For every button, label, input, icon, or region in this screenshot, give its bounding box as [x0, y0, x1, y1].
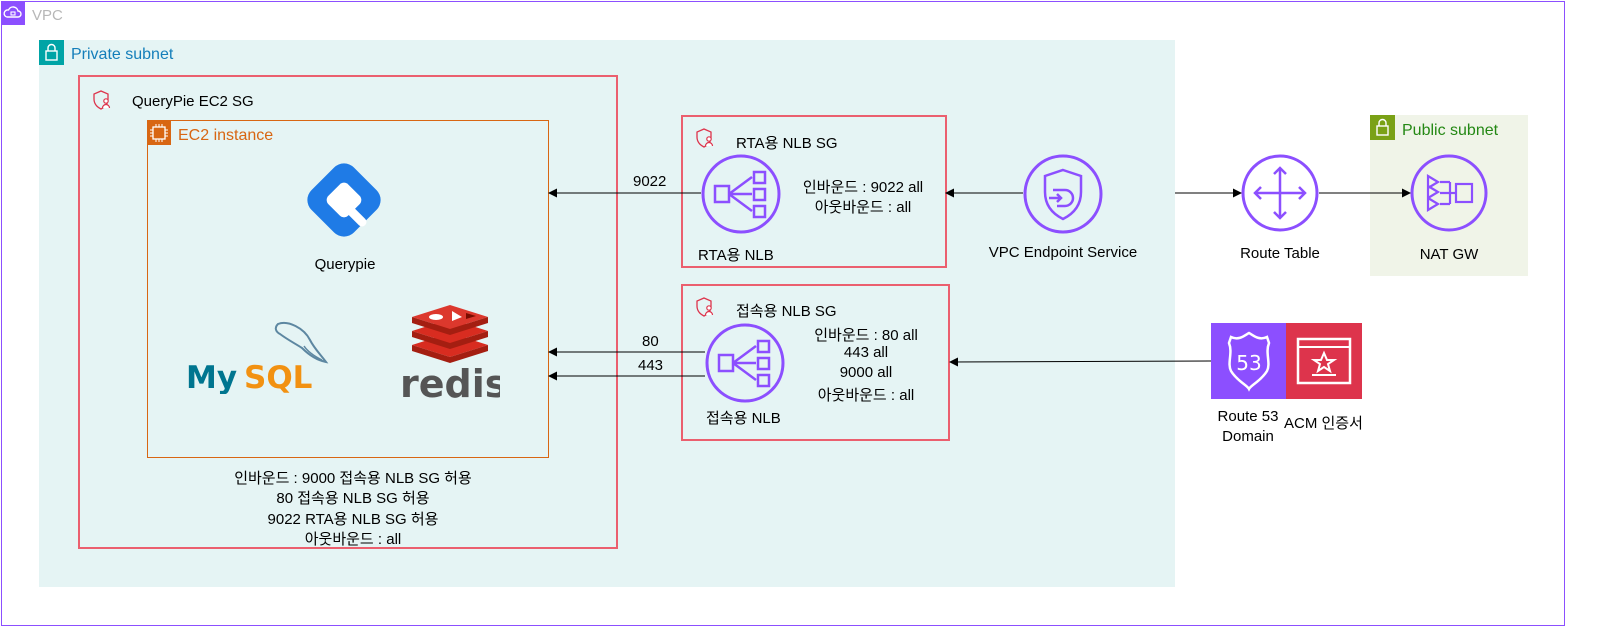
lock-icon — [1370, 115, 1395, 140]
rta-sg-rule: 아웃바운드 : all — [814, 199, 912, 216]
vpc-endpoint-service-label: VPC Endpoint Service — [988, 244, 1138, 261]
access-sg-rule: 아웃바운드 : all — [817, 387, 915, 404]
port-label: 443 — [638, 357, 664, 374]
load-balancer-icon — [701, 154, 781, 239]
access-sg-rule: 443 all — [843, 344, 889, 361]
svg-text:My: My — [186, 360, 237, 394]
mysql-logo-icon: My SQL — [184, 318, 334, 399]
querypie-logo-icon — [296, 152, 392, 253]
route53-label: Domain — [1222, 428, 1274, 445]
querypie-sg-label: QueryPie EC2 SG — [132, 93, 254, 110]
private-subnet-label: Private subnet — [71, 46, 174, 63]
public-subnet-label: Public subnet — [1402, 122, 1499, 139]
port-label: 80 — [642, 333, 659, 350]
vpc-endpoint-service-icon — [1023, 154, 1103, 239]
arrow-route53-to-access — [949, 357, 1212, 367]
nat-gw-label: NAT GW — [1419, 246, 1479, 263]
vpc-cloud-icon — [1, 1, 25, 25]
ec2-chip-icon — [147, 121, 171, 145]
security-group-icon — [694, 296, 716, 323]
acm-label: ACM 인증서 — [1284, 415, 1363, 432]
access-sg-rule: 9000 all — [839, 364, 893, 381]
route53-icon: 53 — [1211, 323, 1287, 399]
access-sg-label: 접속용 NLB SG — [736, 303, 837, 320]
vpc-label: VPC — [32, 7, 63, 24]
querypie-sg-note: 80 접속용 NLB SG 허용 — [276, 490, 430, 507]
security-group-icon — [91, 89, 113, 116]
lock-icon — [39, 40, 64, 65]
route53-label: Route 53 — [1217, 408, 1279, 425]
querypie-sg-note: 9022 RTA용 NLB SG 허용 — [267, 511, 439, 528]
route53-badge: 53 — [1236, 351, 1261, 375]
private-subnet-group — [39, 40, 1175, 587]
nat-gateway-icon — [1410, 154, 1488, 237]
vpc-group — [1, 1, 1565, 626]
route-table-icon — [1241, 154, 1319, 237]
acm-certificate-icon — [1286, 323, 1362, 399]
svg-text:redis: redis — [400, 362, 500, 401]
route-table-label: Route Table — [1240, 245, 1320, 262]
rta-sg-rule: 인바운드 : 9022 all — [802, 179, 924, 196]
access-nlb-label: 접속용 NLB — [706, 410, 781, 427]
rta-nlb-label: RTA용 NLB — [698, 247, 774, 264]
security-group-icon — [694, 127, 716, 154]
rta-sg-label: RTA용 NLB SG — [736, 135, 838, 152]
ec2-instance-group — [147, 120, 549, 458]
querypie-ec2-sg-group — [78, 75, 618, 549]
querypie-sg-note: 인바운드 : 9000 접속용 NLB SG 허용 — [234, 470, 472, 487]
querypie-sg-note: 아웃바운드 : all — [304, 531, 402, 548]
ec2-instance-label: EC2 instance — [178, 127, 274, 144]
svg-text:SQL: SQL — [244, 360, 312, 394]
port-label: 9022 — [633, 173, 667, 190]
redis-logo-icon: redis — [400, 303, 507, 406]
access-nlb-sg-group — [681, 284, 950, 441]
load-balancer-icon — [705, 323, 785, 408]
querypie-label: Querypie — [314, 256, 376, 273]
access-sg-rule: 인바운드 : 80 all — [814, 327, 918, 344]
